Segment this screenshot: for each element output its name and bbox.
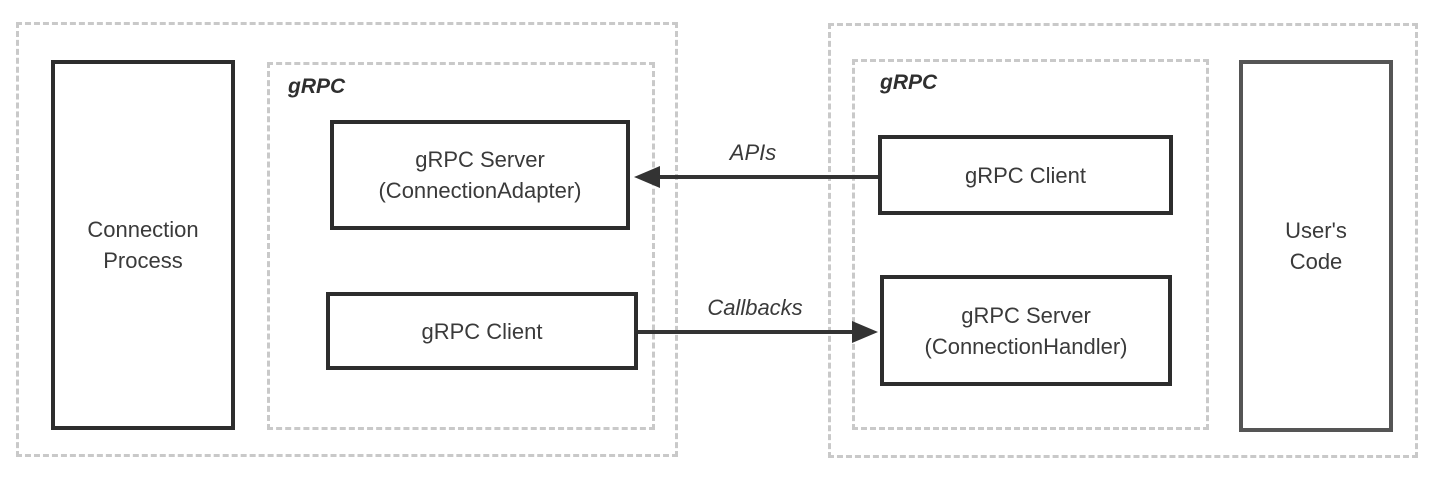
grpc-server-adapter-label-line1: gRPC Server — [415, 147, 545, 172]
connection-process-label-line2: Process — [103, 248, 183, 273]
right-grpc-client-label: gRPC Client — [964, 162, 1087, 188]
left-grpc-client-label: gRPC Client — [421, 318, 543, 344]
grpc-server-handler-label-line1: gRPC Server — [961, 302, 1091, 328]
users-code-label-line2: Code — [1289, 249, 1343, 274]
right-grpc-client-node: gRPC Client — [878, 135, 1173, 215]
callbacks-arrow-label: Callbacks — [707, 295, 803, 320]
grpc-server-connection-handler-node: gRPC Server (ConnectionHandler) — [880, 275, 1172, 386]
left-grpc-group-label: gRPC — [288, 75, 346, 98]
right-process-group — [828, 23, 1418, 458]
users-code-node: User's Code — [1239, 60, 1393, 432]
grpc-server-connection-adapter-node: gRPC Server (ConnectionAdapter) — [330, 120, 630, 230]
connection-process-label-line1: Connection — [87, 217, 199, 242]
right-grpc-group-label: gRPC — [880, 71, 938, 94]
grpc-server-adapter-label-line2: (ConnectionAdapter) — [378, 178, 582, 203]
connection-process-node: Connection Process — [51, 60, 235, 430]
left-grpc-client-node: gRPC Client — [326, 292, 638, 370]
apis-arrow-label: APIs — [729, 140, 777, 165]
left-grpc-group: gRPC — [267, 62, 655, 430]
right-grpc-group: gRPC — [852, 59, 1209, 430]
left-process-group — [16, 22, 678, 457]
grpc-server-handler-label-line2: (ConnectionHandler) — [924, 333, 1128, 359]
users-code-label-line1: User's — [1285, 218, 1347, 243]
